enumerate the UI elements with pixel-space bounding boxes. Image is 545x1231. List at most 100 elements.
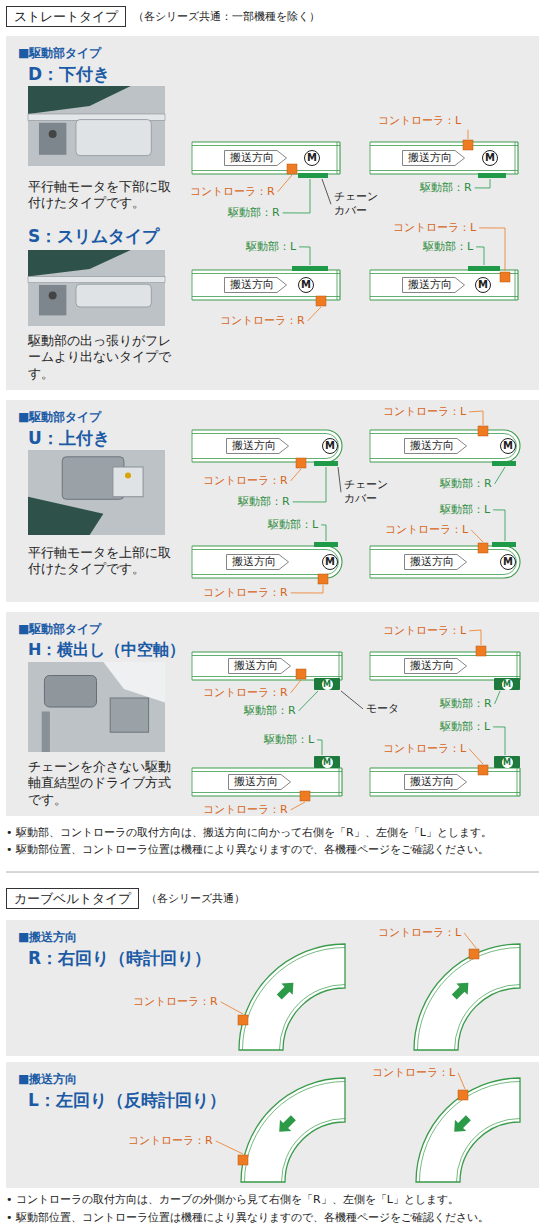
leader-line — [291, 802, 305, 810]
callout-label: コントローラ：R — [190, 185, 275, 199]
leader-line — [321, 525, 326, 541]
product-photo — [28, 86, 165, 166]
frame-line — [370, 273, 518, 274]
panel-heading: ■駆動部タイプ — [18, 46, 101, 61]
motor-circle: M — [304, 150, 320, 166]
controller-mark — [469, 949, 479, 959]
direction-arrow-box: 搬送方向 — [228, 774, 291, 790]
section-title: ストレートタイプ — [14, 8, 118, 25]
frame-ground — [192, 546, 326, 578]
drive-unit — [292, 266, 328, 271]
frame-end — [339, 270, 340, 300]
note-text: • 駆動部、コントローラの取付方向は、搬送方向に向かって右側を「R」、左側を「L… — [6, 826, 492, 840]
leader-line — [291, 585, 323, 593]
leader-line — [299, 691, 318, 711]
curve-belt — [238, 944, 345, 1050]
knob — [49, 130, 57, 138]
frame-end — [519, 768, 520, 796]
callout-label: コントローラ：R — [128, 1134, 213, 1148]
controller-box — [110, 698, 148, 732]
panel-heading: ■駆動部タイプ — [18, 410, 101, 425]
motor-box — [494, 756, 520, 768]
curve-inner — [245, 1082, 346, 1183]
knob — [49, 292, 57, 300]
frame-line — [370, 676, 520, 677]
frame-line — [192, 574, 326, 575]
leader-line — [493, 510, 505, 541]
leader-line — [464, 933, 476, 948]
direction-arrow-box: 搬送方向 — [226, 554, 289, 570]
direction-text: 搬送方向 — [404, 554, 467, 570]
note-text: • 駆動部位置、コントローラ位置は機種により異なりますので、各機種ページをご確認… — [6, 843, 489, 857]
curve-belt — [414, 944, 520, 1050]
conveyor-frame — [192, 142, 340, 174]
panel-heading: ■搬送方向 — [18, 930, 77, 945]
panel-heading: ■搬送方向 — [18, 1072, 77, 1087]
photo-ground — [28, 662, 165, 752]
frame-line — [370, 458, 504, 459]
frame-line — [370, 792, 520, 793]
leader-line — [278, 175, 292, 192]
controller-mark — [287, 164, 297, 174]
leader-line — [338, 467, 341, 492]
conveyor-frame — [192, 652, 342, 680]
frame-line — [370, 299, 518, 300]
direction-arrow — [449, 977, 474, 1002]
direction-arrow — [274, 977, 299, 1002]
frame-ground — [192, 652, 342, 680]
frame-start — [370, 652, 371, 680]
callout-label: コントローラ：R — [203, 803, 288, 817]
frame-line — [192, 655, 342, 656]
frame-line — [192, 577, 326, 578]
motor-circle: M — [322, 554, 338, 570]
frame-end — [517, 270, 518, 300]
frame-ground — [192, 142, 340, 174]
direction-text: 搬送方向 — [404, 774, 467, 790]
controller-mark — [478, 426, 488, 436]
section-header: ストレートタイプ（各シリーズ共通：一部機種を除く） — [6, 6, 126, 27]
curve-inner — [420, 1082, 521, 1183]
drive-unit — [478, 173, 506, 178]
motor-circle: M — [500, 438, 516, 454]
direction-text: 搬送方向 — [404, 658, 467, 674]
callout-label: コントローラ：R — [220, 314, 305, 328]
belt — [28, 250, 131, 277]
callout-label: コントローラ：L — [383, 624, 466, 638]
motor-letter: M — [305, 151, 319, 164]
callout-label: コントローラ：R — [133, 995, 218, 1009]
photo-ground — [28, 450, 165, 535]
curve-inner — [455, 985, 521, 1051]
conveyor-frame — [192, 270, 340, 300]
callout-label: コントローラ：L — [378, 114, 461, 128]
frame-line — [370, 771, 520, 772]
controller-mark — [296, 458, 306, 468]
motor-letter: M — [299, 278, 313, 291]
drive-cover — [76, 284, 151, 307]
frame-line — [370, 170, 518, 171]
leader-line — [468, 130, 469, 139]
frame-line — [370, 655, 520, 656]
frame-start — [192, 142, 193, 174]
callout-label: チェーン カバー — [344, 478, 390, 507]
controller-mark — [463, 140, 473, 150]
frame-line — [192, 429, 326, 430]
direction-text: 搬送方向 — [226, 438, 289, 454]
indicator — [125, 473, 131, 479]
frame-line — [192, 771, 342, 772]
leader-line — [221, 1002, 243, 1014]
frame-line — [192, 145, 340, 146]
callout-label: コントローラ：L — [383, 742, 466, 756]
frame-line — [192, 170, 340, 171]
frame-line — [370, 296, 518, 297]
motor-box — [314, 678, 340, 690]
frame-line — [192, 651, 342, 652]
motor-circle: M — [502, 679, 513, 690]
direction-arrow — [449, 1112, 474, 1137]
frame-end — [517, 652, 518, 680]
arrow-outline — [403, 151, 465, 166]
leader-line — [341, 691, 363, 709]
leader-line — [475, 179, 490, 188]
leader-line — [476, 247, 484, 265]
curve-inner — [282, 1119, 346, 1183]
curve-outline — [416, 1078, 520, 1182]
